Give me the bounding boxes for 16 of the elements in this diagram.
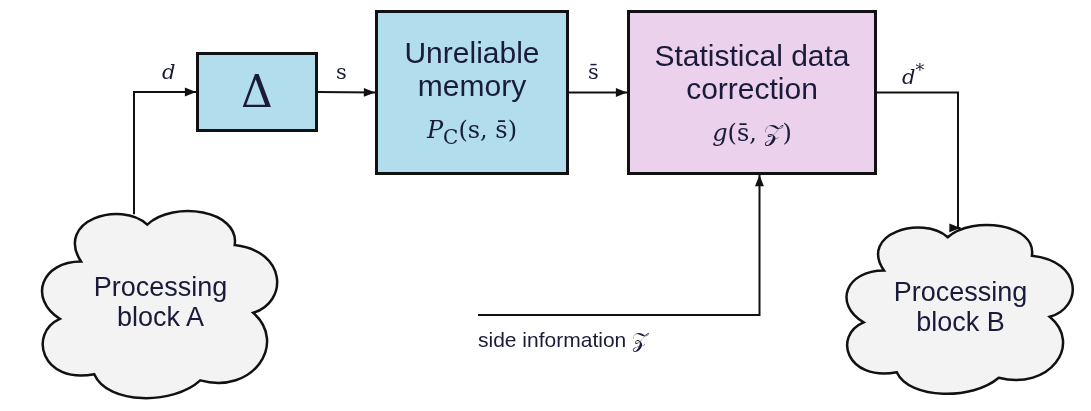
arrow [477,174,764,316]
process-box [375,10,569,175]
arrow [317,87,376,97]
arrow [568,88,628,97]
arrow [133,87,197,216]
process-box [627,10,877,175]
formula: g(s̄, 𝒵) [712,118,792,147]
side-information-label: side information 𝒵 [478,328,649,352]
block-title: Processing block B [892,277,1029,338]
delta-symbol: Δ [241,67,273,117]
block-title: Processing block A [92,272,229,333]
formula: P$_{C}$(s, s̄) [426,116,518,149]
process-box [196,52,318,132]
block-title: Statistical data correction [653,38,851,105]
arrow [876,91,962,233]
block-title: Unreliable memory [403,36,541,103]
